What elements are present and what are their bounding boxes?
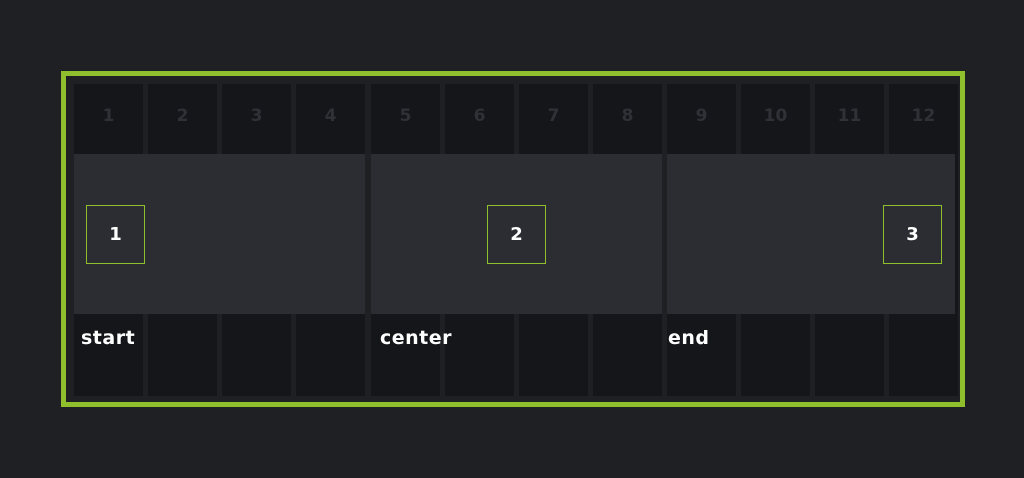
column-number: 7 <box>547 106 560 126</box>
column-number: 1 <box>102 106 115 126</box>
column-number: 2 <box>176 106 189 126</box>
grid-item-end: 3 <box>883 205 942 264</box>
column-number: 9 <box>695 106 708 126</box>
grid-item-center: 2 <box>487 205 546 264</box>
column-number: 3 <box>250 106 263 126</box>
column-number: 5 <box>399 106 412 126</box>
alignment-label-end: end <box>668 327 710 349</box>
column-number: 11 <box>837 106 862 126</box>
column-number: 4 <box>324 106 337 126</box>
column-number: 10 <box>763 106 788 126</box>
alignment-label-center: center <box>380 327 453 349</box>
column-number: 6 <box>473 106 486 126</box>
grid-item-start: 1 <box>86 205 145 264</box>
column-number: 8 <box>621 106 634 126</box>
column-number: 12 <box>911 106 936 126</box>
alignment-label-start: start <box>81 327 136 349</box>
